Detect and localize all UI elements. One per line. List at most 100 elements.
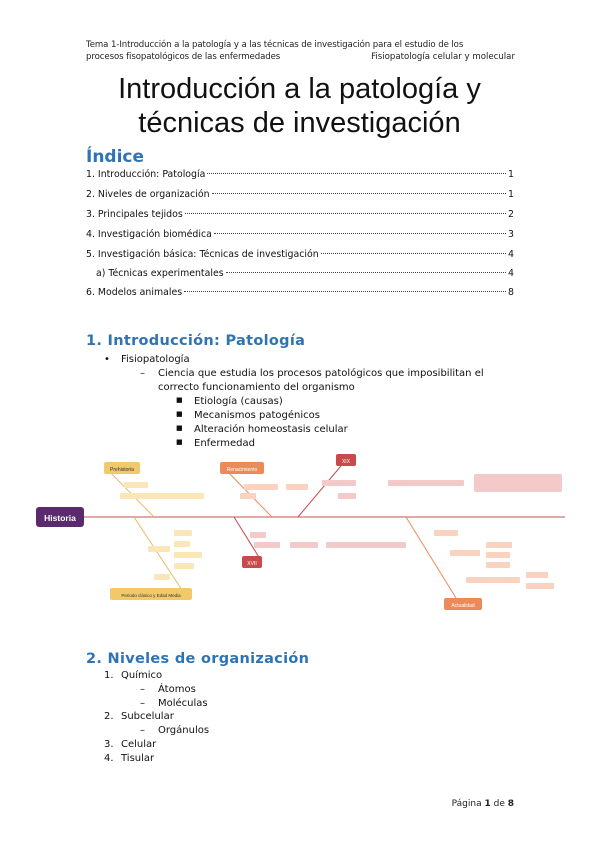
list-number: 3. [104,739,114,750]
leaf-placeholder [466,577,520,583]
leaf-placeholder [474,474,562,492]
square-bullet: ■ [176,396,183,404]
list-item: Celular [121,739,157,750]
toc-leader [225,272,507,273]
toc-leader [184,291,507,292]
toc-leader [213,233,507,234]
toc-item-page: 1 [508,169,514,180]
dash-marker: – [140,684,145,695]
document-title-line-1: Introducción a la patología y [118,73,481,105]
toc-item-page: 4 [508,249,514,260]
dash-marker: – [140,698,145,709]
toc-item-label: 3. Principales tejidos [86,209,183,220]
node-clasico [110,588,192,600]
sub-item: Átomos [158,684,196,695]
bullet-dot: • [104,354,110,365]
rib-prehistoria [105,467,155,518]
node-actualidad [444,598,482,610]
dash-marker: – [140,725,145,736]
toc-leader [184,213,507,214]
square-bullet: ■ [176,438,183,446]
rib-actualidad [405,516,457,599]
leaf-placeholder [326,542,406,548]
leaf-placeholder [434,530,458,536]
toc-item[interactable]: 2. Niveles de organización 1 [86,189,514,203]
rib-renacimiento [223,467,273,518]
leaf-placeholder [124,482,148,488]
leaf-placeholder [244,484,278,490]
node-root [36,507,84,527]
list-number: 4. [104,753,114,764]
toc-item[interactable]: 1. Introducción: Patología 1 [86,169,514,183]
history-fishbone-diagram: Historia Prehistoria Renacimiento XIX XV… [36,454,565,610]
toc-item-page: 4 [508,268,514,279]
leaf-placeholder [286,484,308,490]
square-bullet: ■ [176,424,183,432]
toc-item-page: 3 [508,229,514,240]
header-subject: Fisiopatología celular y molecular [371,52,515,62]
node-xix [336,454,356,466]
page-number: Página 1 de 8 [452,799,514,809]
sub-item: Orgánulos [158,725,210,736]
toc-item-label: 1. Introducción: Patología [86,169,206,180]
node-renacimiento-label: Renacimiento [227,467,258,473]
toc-item-label: a) Técnicas experimentales [96,268,224,279]
leaf-placeholder [526,572,548,578]
node-xix-label: XIX [342,459,351,465]
page-total: 8 [507,799,514,809]
leaf-placeholder [338,493,356,499]
node-root-label: Historia [44,513,76,523]
toc-item[interactable]: a) Técnicas experimentales 4 [96,268,514,282]
list-number: 1. [104,670,114,681]
leaf-placeholder [240,493,256,499]
node-actualidad-label: Actualidad [451,603,475,609]
toc-heading: Índice [86,147,145,167]
toc-item-page: 2 [508,209,514,220]
node-renacimiento [220,462,264,474]
toc-item[interactable]: 4. Investigación biomédica 3 [86,229,514,243]
section-1-heading: 1. Introducción: Patología [86,333,306,349]
toc-leader [211,193,507,194]
leaf-placeholder [526,583,554,589]
leaf-placeholder [174,563,194,569]
square-bullet: ■ [176,410,183,418]
leaf-placeholder [120,493,204,499]
toc-item-label: 2. Niveles de organización [86,189,210,200]
leaf-placeholder [254,542,280,548]
node-prehistoria [104,462,140,474]
header-line-2: procesos fisopatológicos de las enfermed… [86,52,281,62]
leaf-placeholder [290,542,318,548]
page-current: 1 [484,799,491,809]
rib-clasico [133,516,183,591]
toc-item-label: 5. Investigación básica: Técnicas de inv… [86,249,319,260]
toc-item-page: 1 [508,189,514,200]
toc-item[interactable]: 3. Principales tejidos 2 [86,209,514,223]
dash-marker: – [140,368,145,379]
toc-leader [207,173,507,174]
list-item: Subcelular [121,711,174,722]
document-title-line-2: técnicas de investigación [138,107,461,139]
leaf-placeholder [486,552,510,558]
leaf-placeholder [174,552,202,558]
page-of: de [493,799,505,809]
leaf-placeholder [450,550,480,556]
rib-xvii [233,516,263,563]
leaf-placeholder [154,574,170,580]
leaf-placeholder [388,480,464,486]
bullet-fisiopatologia: Fisiopatología [121,354,190,365]
toc-item-label: 4. Investigación biomédica [86,229,212,240]
leaf-placeholder [250,532,266,538]
node-xvii-label: XVII [247,561,256,567]
list-item: Químico [121,670,163,681]
sub-item: Alteración homeostasis celular [194,424,348,435]
list-number: 2. [104,711,114,722]
toc-item[interactable]: 5. Investigación básica: Técnicas de inv… [86,249,514,263]
leaf-placeholder [486,562,510,568]
sub-item: Etiología (causas) [194,396,283,407]
toc-item-page: 8 [508,287,514,298]
list-item: Tisular [121,753,155,764]
sub-item: Moléculas [158,698,208,709]
leaf-placeholder [174,530,192,536]
toc-leader [320,253,507,254]
